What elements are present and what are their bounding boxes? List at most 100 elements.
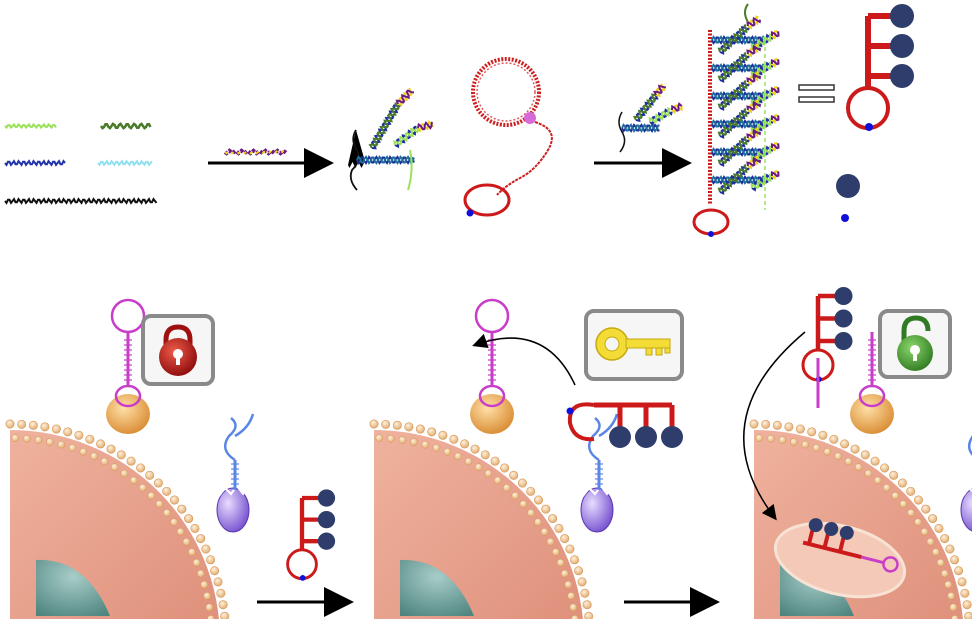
membrane-bead-inner [569, 603, 578, 612]
small-junction-tip-right [671, 102, 683, 115]
membrane-bead-inner [196, 569, 205, 578]
open-shackle [901, 315, 931, 346]
ladder-top-strand [744, 3, 749, 23]
membrane-bead-outer [184, 514, 194, 524]
blue-dot-icon [299, 575, 306, 581]
membrane-bead-outer [807, 427, 817, 437]
ladder-sidetip-2-strand-b [770, 58, 780, 66]
ladder-sidetip-1-strand-b [770, 30, 780, 38]
junction-colored-tip-right-strand-b [417, 121, 433, 131]
ladder-sidetip-3 [770, 85, 780, 96]
drug-ball-icon [890, 34, 914, 58]
membrane-bead-outer [880, 463, 890, 473]
branched-dna-junction [348, 87, 435, 191]
membrane-bead-inner [907, 509, 915, 517]
membrane-bead-inner [947, 592, 955, 600]
ladder-tip-2 [746, 43, 761, 58]
receptor-cap [962, 486, 972, 497]
orange-receptor [850, 394, 894, 434]
membrane-bead-outer [749, 419, 759, 429]
membrane-bead-outer [427, 427, 437, 437]
ladder-side-6-strand-b [750, 173, 772, 189]
strand-green [4, 122, 57, 130]
equals-sign [798, 84, 835, 103]
membrane-bead-outer [470, 444, 480, 454]
ladder-branch-5 [717, 135, 750, 167]
rca-circle [471, 57, 541, 127]
internal-red-stem [802, 540, 862, 560]
membrane-bead-inner [464, 457, 473, 466]
membrane-bead-inner [801, 440, 810, 449]
rca-tail [496, 121, 553, 196]
junction-colored-tip-right-strand-a [417, 120, 435, 133]
membrane-bead-outer [784, 422, 794, 432]
membrane-bead-inner [192, 558, 201, 567]
orange-receptor [106, 394, 150, 434]
drug-ball-icon [824, 521, 839, 536]
ladder-branch-2-strand-b [717, 51, 748, 81]
junction-arm-horizontal-strand-b [356, 155, 415, 165]
membrane-bead-inner [410, 438, 418, 446]
free-comb-loop [286, 548, 318, 581]
membrane-bead-outer [28, 420, 38, 430]
strand-set [4, 122, 158, 205]
membrane-bead-inner [790, 438, 798, 446]
lock-shackle [163, 324, 193, 350]
cell-panel-1 [5, 298, 255, 619]
drug-ball-icon [834, 309, 853, 328]
membrane-bead-inner [940, 569, 949, 578]
membrane-bead-outer [480, 450, 490, 460]
membrane-bead-inner [57, 440, 66, 449]
curved-arrow-binding [472, 333, 576, 386]
blue-aptamer-loop [223, 413, 255, 462]
internal-branch [838, 537, 846, 553]
small-junction-tip-left [652, 83, 667, 98]
membrane-bead-inner [493, 476, 502, 485]
drug-ball-icon [635, 426, 657, 448]
ladder-sidetip-3-strand-b [770, 86, 780, 94]
membrane-bead-outer [40, 422, 50, 432]
membrane-bead-inner [844, 457, 853, 466]
linker-strand-yellow [224, 149, 288, 155]
membrane-bead-outer [116, 450, 126, 460]
membrane-bead-inner [564, 580, 573, 589]
junction-green-tail [407, 149, 413, 191]
membrane-bead-outer [509, 470, 519, 480]
membrane-bead-outer [206, 555, 216, 565]
strand-blue [4, 159, 66, 167]
ladder-tip-4 [746, 99, 761, 114]
cell-panel-2 [369, 298, 619, 619]
purple-receptor [960, 488, 972, 532]
ladder-rung-3-strand-b [711, 91, 766, 101]
drug-ball-icon [609, 426, 631, 448]
membrane-bead-outer [964, 611, 972, 619]
membrane-bead-outer [577, 577, 587, 587]
membrane-bead-inner [129, 476, 138, 485]
equals-bar-top [798, 84, 835, 91]
membrane-bead-outer [795, 424, 805, 434]
membrane-bead-outer [584, 611, 594, 619]
membrane-bead-inner [854, 463, 863, 472]
membrane-bead-outer [404, 422, 414, 432]
hairpin-top-loop [474, 298, 510, 334]
ladder-branch-5-strand-b [717, 135, 748, 165]
membrane-bead-outer [201, 544, 211, 554]
small-junction-arm-right-strand-b [648, 107, 671, 124]
ladder-sidetip-2 [770, 57, 780, 68]
membrane-bead-inner [540, 527, 549, 536]
membrane-bead-inner [823, 447, 832, 456]
membrane-bead-inner [932, 548, 940, 556]
key-tooth-3 [664, 347, 671, 354]
ladder-branch-1-strand-b [717, 23, 748, 53]
membrane-bead-inner [170, 518, 178, 526]
ladder-branch-4-strand-b [717, 107, 748, 137]
membrane-bead-outer [500, 463, 510, 473]
membrane-bead-outer [870, 456, 880, 466]
membrane-bead-outer [580, 588, 590, 598]
nucleus [400, 559, 474, 616]
membrane-bead-inner [560, 569, 569, 578]
membrane-bead-outer [554, 523, 564, 533]
rca-product-loop [463, 57, 553, 217]
membrane-bead-inner [79, 447, 88, 456]
curved-arrow-internalization [743, 331, 806, 521]
